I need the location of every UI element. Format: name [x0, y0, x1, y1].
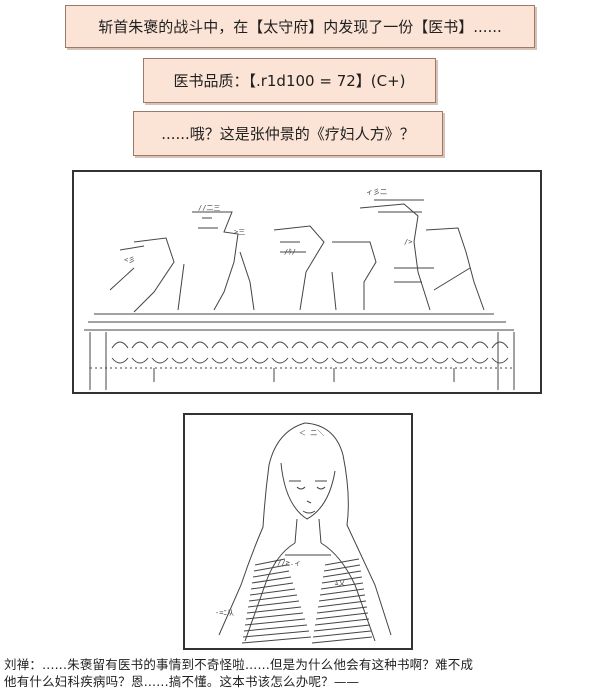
- svg-text:/ｸ/: /ｸ/: [284, 248, 296, 256]
- bowl-mark: [231, 357, 249, 364]
- bowl-mark: [391, 357, 409, 364]
- bowl-mark: [171, 341, 189, 349]
- portrait-art: ＜ 二＼ ///≧.ィ ﾑ乂 -=ﾆ从: [215, 422, 392, 644]
- narration-text-3: ......哦？这是张仲景的《疗妇人方》？: [161, 125, 415, 143]
- bowl-mark: [311, 357, 329, 364]
- hatch-mark: [312, 630, 372, 638]
- bowl-mark: [411, 357, 429, 364]
- hatch-mark: [247, 600, 300, 608]
- svg-text:ィ彡二: ィ彡二: [366, 188, 387, 196]
- bowl-mark: [471, 357, 489, 364]
- hatch-mark: [253, 564, 288, 572]
- bowl-mark: [151, 341, 169, 349]
- svg-text:>三: >三: [234, 228, 245, 236]
- svg-text:<彡: <彡: [124, 256, 135, 264]
- narration-caption-1: 斩首朱褒的战斗中，在【太守府】内发现了一份【医书】......: [65, 5, 535, 48]
- svg-text://二三: //二三: [198, 204, 220, 212]
- narration-text-2: 医书品质：【.r1d100 = 72】(C+): [173, 72, 406, 90]
- hatch-mark: [249, 588, 296, 596]
- dialogue-line-1: 刘禅：......朱褒留有医书的事情到不奇怪啦......但是为什么他会有这种书…: [4, 657, 474, 672]
- bowl-mark: [171, 357, 189, 364]
- bowl-mark: [211, 357, 229, 364]
- dialogue-box: 刘禅：......朱褒留有医书的事情到不奇怪啦......但是为什么他会有这种书…: [4, 656, 598, 690]
- bowl-mark: [431, 357, 449, 364]
- bowl-mark: [191, 357, 209, 364]
- bowl-mark: [351, 341, 369, 349]
- svg-text:ﾑ乂: ﾑ乂: [335, 579, 346, 587]
- svg-text:＜ 二＼: ＜ 二＼: [299, 429, 324, 437]
- hatch-mark: [252, 570, 290, 578]
- bowl-mark: [311, 341, 329, 349]
- hatch-mark: [244, 618, 306, 626]
- bowl-mark: [131, 357, 149, 364]
- hatch-mark: [323, 564, 361, 572]
- svg-text:-=ﾆ从: -=ﾆ从: [215, 609, 234, 617]
- hatch-mark: [316, 606, 368, 614]
- hatch-mark: [317, 600, 367, 608]
- hatch-mark: [315, 612, 369, 620]
- hatch-mark: [246, 606, 302, 614]
- bowl-mark: [351, 357, 369, 364]
- bowl-mark: [111, 341, 129, 349]
- bowl-mark: [151, 357, 169, 364]
- table-scene-art: //二三 ィ彡二 <彡 >三 /ｸ/ />: [84, 188, 515, 390]
- bowl-mark: [451, 341, 469, 349]
- hatch-mark: [314, 618, 370, 626]
- svg-text:///≧.ィ: ///≧.ィ: [273, 559, 301, 567]
- bowl-mark: [291, 341, 309, 349]
- bowl-mark: [271, 357, 289, 364]
- bowl-mark: [331, 341, 349, 349]
- hatch-mark: [311, 636, 373, 644]
- bowl-mark: [251, 357, 269, 364]
- hatch-mark: [248, 594, 298, 602]
- bowl-mark: [251, 341, 269, 349]
- hatch-mark: [251, 576, 292, 584]
- hatch-mark: [245, 612, 304, 620]
- bowl-mark: [331, 357, 349, 364]
- bowl-mark: [131, 341, 149, 349]
- hatch-mark: [243, 624, 308, 632]
- bowl-mark: [111, 357, 129, 364]
- bowl-mark: [471, 341, 489, 349]
- dialogue-line-2: 他有什么妇科疾病吗？恩......搞不懂。这本书该怎么办呢？——: [4, 674, 360, 689]
- hatch-mark: [322, 570, 362, 578]
- hatch-mark: [241, 636, 312, 644]
- narration-caption-3: ......哦？这是张仲景的《疗妇人方》？: [133, 111, 443, 156]
- narration-caption-2: 医书品质：【.r1d100 = 72】(C+): [143, 58, 436, 103]
- hatch-mark: [320, 582, 364, 590]
- bowl-mark: [491, 341, 509, 349]
- bowl-mark: [371, 357, 389, 364]
- hatch-mark: [321, 576, 363, 584]
- bowl-mark: [371, 341, 389, 349]
- bowl-mark: [431, 341, 449, 349]
- hatch-mark: [324, 558, 360, 566]
- bowl-mark: [411, 341, 429, 349]
- bowl-mark: [291, 357, 309, 364]
- bowl-mark: [391, 341, 409, 349]
- svg-text:/>: />: [404, 238, 412, 246]
- hatch-mark: [319, 588, 365, 596]
- bowl-mark: [191, 341, 209, 349]
- bowl-mark: [211, 341, 229, 349]
- bowl-mark: [231, 341, 249, 349]
- bowl-mark: [451, 357, 469, 364]
- hatch-mark: [318, 594, 366, 602]
- hatch-mark: [242, 630, 310, 638]
- narration-text-1: 斩首朱褒的战斗中，在【太守府】内发现了一份【医书】......: [98, 18, 502, 36]
- hatch-mark: [313, 624, 371, 632]
- bowl-mark: [491, 357, 509, 364]
- hatch-mark: [254, 558, 286, 566]
- scene-panel-table: //二三 ィ彡二 <彡 >三 /ｸ/ />: [72, 170, 542, 394]
- portrait-panel: ＜ 二＼ ///≧.ィ ﾑ乂 -=ﾆ从: [183, 413, 413, 650]
- bowl-mark: [271, 341, 289, 349]
- hatch-mark: [250, 582, 294, 590]
